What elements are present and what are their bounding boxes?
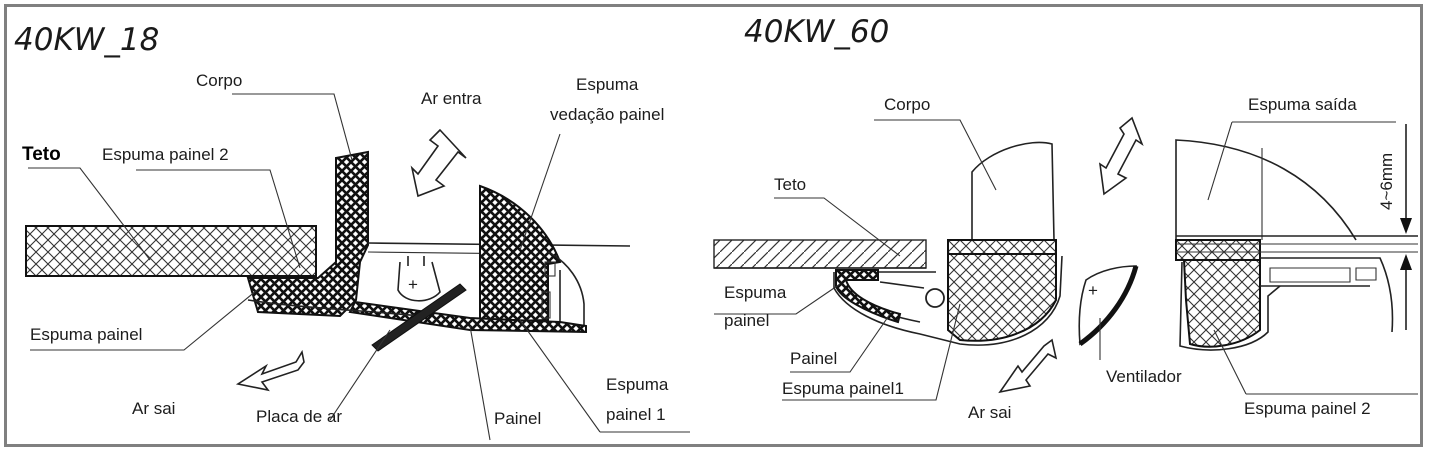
right-diagram: 40KW_60 + [713, 14, 1418, 422]
left-leader-espuma-painel-1 [519, 319, 690, 433]
left-panel-curve [247, 299, 421, 317]
right-panel-line [879, 281, 925, 289]
left-label-painel: Painel [494, 409, 541, 428]
right-fan-plus: + [1088, 281, 1098, 300]
right-body-foam [947, 253, 1057, 342]
left-lip-detail-2 [541, 291, 551, 319]
left-leader-espuma-vedacao [519, 133, 561, 251]
left-title: 40KW_18 [14, 22, 159, 58]
right-label-espuma-saida: Espuma saída [1248, 95, 1357, 114]
right-label-ar-sai: Ar sai [968, 403, 1011, 422]
left-label-ar-entra: Ar entra [421, 89, 482, 108]
left-lip-detail [544, 261, 556, 277]
right-dim-arrow-bottom [1400, 254, 1412, 270]
left-label-espuma-painel-2: Espuma painel 2 [102, 145, 229, 164]
right-leader-teto [774, 197, 901, 257]
right-label-ventilador: Ventilador [1106, 367, 1182, 386]
right-label-painel: Painel [790, 349, 837, 368]
left-lip [547, 251, 585, 331]
left-pivot-plus: + [408, 275, 418, 294]
left-body-foam [246, 150, 369, 318]
right-outlet-panel [1179, 261, 1281, 351]
right-title: 40KW_60 [744, 14, 889, 50]
left-air-plate [371, 283, 467, 352]
left-label-espuma-painel-1-b: painel 1 [606, 405, 666, 424]
right-outlet-detail [1269, 267, 1377, 283]
left-ceiling [25, 225, 317, 277]
right-leader-espuma-painel [714, 283, 841, 315]
right-label-espuma-painel-a: Espuma [724, 283, 787, 302]
right-outlet-body [1175, 139, 1357, 241]
right-air-in-arrow [1098, 116, 1144, 196]
right-panel-foam [835, 269, 902, 324]
left-label-placa-de-ar: Placa de ar [256, 407, 342, 426]
right-outlet-panel-curve [1260, 257, 1394, 333]
left-panel-strip [348, 300, 587, 334]
right-leader-corpo [874, 119, 997, 191]
right-label-corpo: Corpo [884, 95, 930, 114]
right-outlet-foam-strip [1175, 239, 1261, 261]
left-leader-painel [469, 325, 491, 441]
right-air-out-arrow [998, 338, 1058, 394]
right-outlet-foam [1182, 259, 1261, 348]
right-body [971, 141, 1055, 241]
left-label-teto: Teto [22, 144, 61, 165]
right-leader-espuma-saida [1207, 121, 1396, 201]
right-leader-espuma-painel-2 [1213, 329, 1418, 395]
left-leader-espuma-painel-2 [136, 169, 301, 269]
right-label-dim: 4~6mm [1377, 153, 1396, 210]
left-label-espuma-vedacao-2: vedação painel [550, 105, 664, 124]
left-air-in-arrow [410, 128, 467, 198]
right-pivot-circle [925, 288, 945, 308]
right-dim-arrow-top [1400, 218, 1412, 234]
left-diagram: 40KW_18 + [14, 22, 690, 441]
left-leader-teto [28, 167, 151, 261]
right-label-espuma-painel1: Espuma painel1 [782, 379, 904, 398]
left-label-ar-sai: Ar sai [132, 399, 175, 418]
right-label-teto: Teto [774, 175, 806, 194]
right-fan-blade [1078, 265, 1138, 346]
right-body-foam-strip [947, 239, 1057, 255]
right-leader-painel [790, 313, 891, 373]
left-label-espuma-painel: Espuma painel [30, 325, 142, 344]
right-ceiling [713, 239, 927, 269]
left-label-espuma-vedacao-1: Espuma [576, 75, 639, 94]
left-leader-espuma-painel [30, 285, 263, 351]
left-leader-placa [329, 329, 391, 421]
left-pivot-bracket [397, 261, 441, 302]
left-label-corpo: Corpo [196, 71, 242, 90]
left-seal-foam [479, 184, 562, 324]
right-label-espuma-painel-b: painel [724, 311, 769, 330]
left-leader-corpo [232, 93, 353, 161]
left-label-espuma-painel-1-a: Espuma [606, 375, 669, 394]
right-panel-outer [833, 255, 1063, 346]
right-fan-edge [1078, 265, 1139, 347]
left-air-out-arrow [235, 349, 305, 392]
right-leader-espuma-painel1 [782, 303, 961, 401]
right-label-espuma-painel-2: Espuma painel 2 [1244, 399, 1371, 418]
left-pivot-tabs [407, 256, 425, 266]
